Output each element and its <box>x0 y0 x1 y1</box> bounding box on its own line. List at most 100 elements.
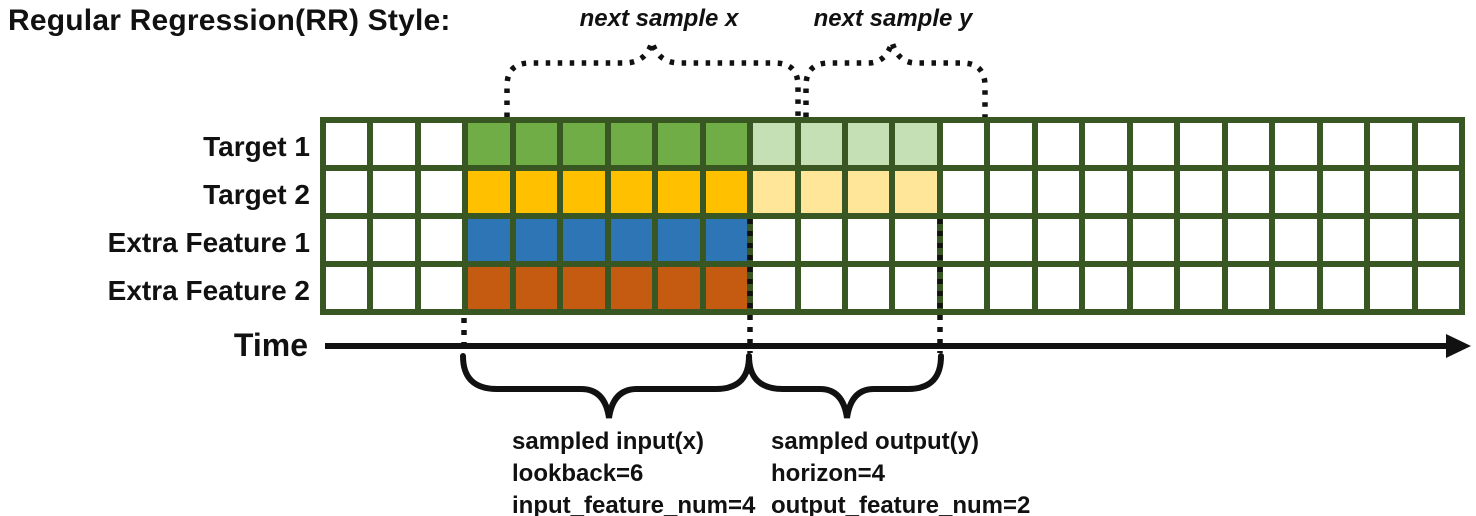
grid-cell <box>373 171 415 213</box>
grid-cell <box>705 171 748 213</box>
sampled-output-brace <box>746 353 944 419</box>
row-label-extra-feature-2: Extra Feature 2 <box>107 275 310 306</box>
time-label: Time <box>233 327 308 363</box>
grid-cell <box>563 267 605 309</box>
grid-cell <box>658 267 700 309</box>
grid-cell <box>895 267 937 309</box>
grid-cell <box>658 171 700 213</box>
grid-cell <box>1132 267 1175 309</box>
grid-cell <box>468 171 510 213</box>
grid-cell <box>1037 171 1080 213</box>
grid-cell <box>1085 171 1127 213</box>
grid-cell <box>373 267 415 309</box>
grid-cell <box>1227 219 1270 261</box>
grid-cell <box>658 123 700 165</box>
grid-cell <box>420 267 463 309</box>
grid-cell <box>800 123 843 165</box>
grid-cell <box>1227 123 1270 165</box>
grid-cell <box>515 171 558 213</box>
grid-cell <box>1417 171 1459 213</box>
grid-cell <box>753 267 795 309</box>
output-caption: sampled output(y) horizon=4 output_featu… <box>771 426 1030 516</box>
grid-cell <box>895 171 937 213</box>
grid-cell <box>848 267 890 309</box>
grid-cell <box>1370 171 1412 213</box>
grid-cell <box>1275 267 1317 309</box>
grid-cell <box>1132 171 1175 213</box>
grid-cell <box>1322 219 1365 261</box>
grid-cell <box>1370 123 1412 165</box>
output-caption-line-1: sampled output(y) <box>771 428 979 455</box>
sampled-input-brace <box>460 353 752 419</box>
grid-cell <box>1275 219 1317 261</box>
grid-cell <box>1180 123 1222 165</box>
grid-cell <box>1275 123 1317 165</box>
grid-cell <box>326 171 368 213</box>
grid-cell <box>990 171 1032 213</box>
grid-cell <box>942 171 985 213</box>
grid-cell <box>1322 171 1365 213</box>
grid-cell <box>468 267 510 309</box>
grid-cell <box>1227 171 1270 213</box>
grid-cell <box>1132 219 1175 261</box>
grid-cell <box>373 123 415 165</box>
grid-cell <box>800 267 843 309</box>
grid-cell <box>753 171 795 213</box>
grid-cell <box>990 219 1032 261</box>
grid-cell <box>942 123 985 165</box>
grid-cell <box>1417 219 1459 261</box>
grid-cell <box>468 219 510 261</box>
grid-cell <box>1417 267 1459 309</box>
output-caption-line-2: horizon=4 <box>771 460 886 487</box>
grid-cell <box>1037 267 1080 309</box>
grid-cell <box>515 123 558 165</box>
grid-cell <box>1370 267 1412 309</box>
grid-cell <box>848 219 890 261</box>
row-label-target-2: Target 2 <box>203 179 310 210</box>
grid-cell <box>1180 171 1222 213</box>
grid-cell <box>373 219 415 261</box>
grid-cell <box>1037 219 1080 261</box>
grid-cell <box>326 219 368 261</box>
grid-cell <box>705 267 748 309</box>
grid-cell <box>610 267 653 309</box>
grid-cell <box>515 219 558 261</box>
next-sample-y-brace <box>803 32 988 117</box>
grid-cell <box>848 123 890 165</box>
grid-cell <box>990 123 1032 165</box>
grid-cell <box>420 171 463 213</box>
grid-cell <box>895 123 937 165</box>
grid-cell <box>848 171 890 213</box>
timeseries-grid <box>320 117 1465 315</box>
time-axis-arrowhead-icon <box>1446 334 1471 358</box>
grid-cell <box>1180 219 1222 261</box>
grid-cell <box>800 171 843 213</box>
grid-cell <box>563 219 605 261</box>
grid-cell <box>1085 267 1127 309</box>
row-label-target-1: Target 1 <box>203 131 310 162</box>
input-caption-line-3: input_feature_num=4 <box>512 492 756 516</box>
grid-cell <box>1037 123 1080 165</box>
grid-cell <box>705 123 748 165</box>
grid-cell <box>515 267 558 309</box>
output-caption-line-3: output_feature_num=2 <box>771 492 1031 516</box>
input-caption: sampled input(x) lookback=6 input_featur… <box>512 426 755 516</box>
grid-cell <box>705 219 748 261</box>
grid-cell <box>563 123 605 165</box>
grid-cell <box>1132 123 1175 165</box>
grid-cell <box>658 219 700 261</box>
grid-cell <box>1180 267 1222 309</box>
diagram-title: Regular Regression(RR) Style: <box>8 4 451 37</box>
grid-cell <box>990 267 1032 309</box>
grid-cell <box>1370 219 1412 261</box>
grid-cell <box>1322 267 1365 309</box>
grid-cell <box>753 219 795 261</box>
grid-cell <box>326 123 368 165</box>
grid-cell <box>800 219 843 261</box>
input-caption-line-1: sampled input(x) <box>512 428 705 455</box>
grid-cell <box>563 171 605 213</box>
grid-cell <box>942 267 985 309</box>
grid-cell <box>610 171 653 213</box>
grid-cell <box>326 267 368 309</box>
